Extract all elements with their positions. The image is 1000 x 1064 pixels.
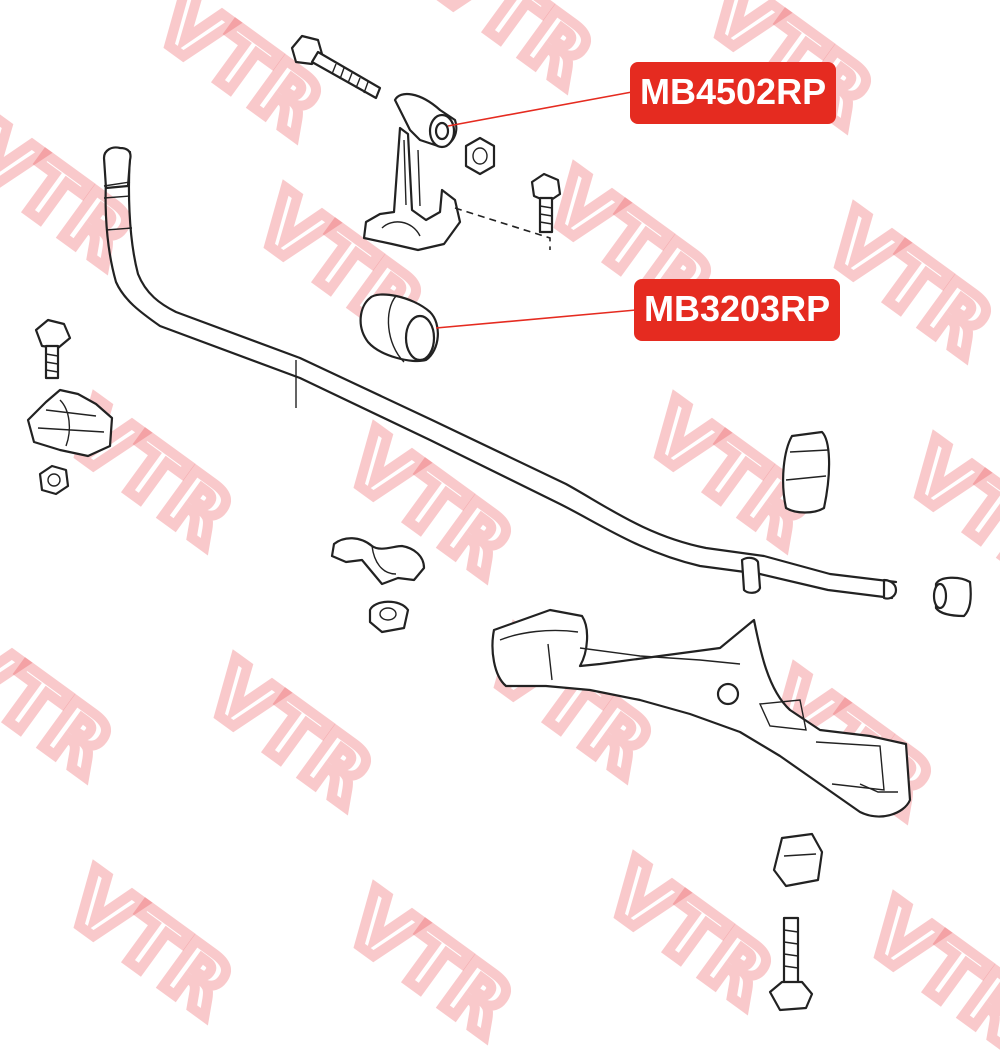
stabilizer-bar	[102, 146, 898, 600]
hex-nut-upper	[464, 136, 496, 176]
middle-clamp	[330, 537, 426, 586]
lower-bolt	[768, 916, 814, 1012]
top-flange-bolt	[290, 34, 382, 100]
right-stopper	[782, 430, 831, 514]
part-number-callout-mb3203rp: MB3203RP	[634, 279, 841, 341]
parts-drawing	[26, 34, 972, 1012]
stabilizer-bracket	[362, 92, 551, 252]
lower-clip	[772, 832, 824, 888]
stabilizer-bushing	[359, 293, 439, 363]
flange-nut	[368, 600, 410, 634]
leader-line-1	[447, 91, 633, 127]
leader-line-2	[435, 309, 637, 329]
bracket-bolt	[530, 172, 562, 234]
end-bushing	[932, 576, 972, 618]
part-number-callout-mb4502rp: MB4502RP	[630, 62, 837, 124]
lower-control-arm	[491, 608, 912, 818]
left-clamp-assembly	[26, 318, 114, 496]
